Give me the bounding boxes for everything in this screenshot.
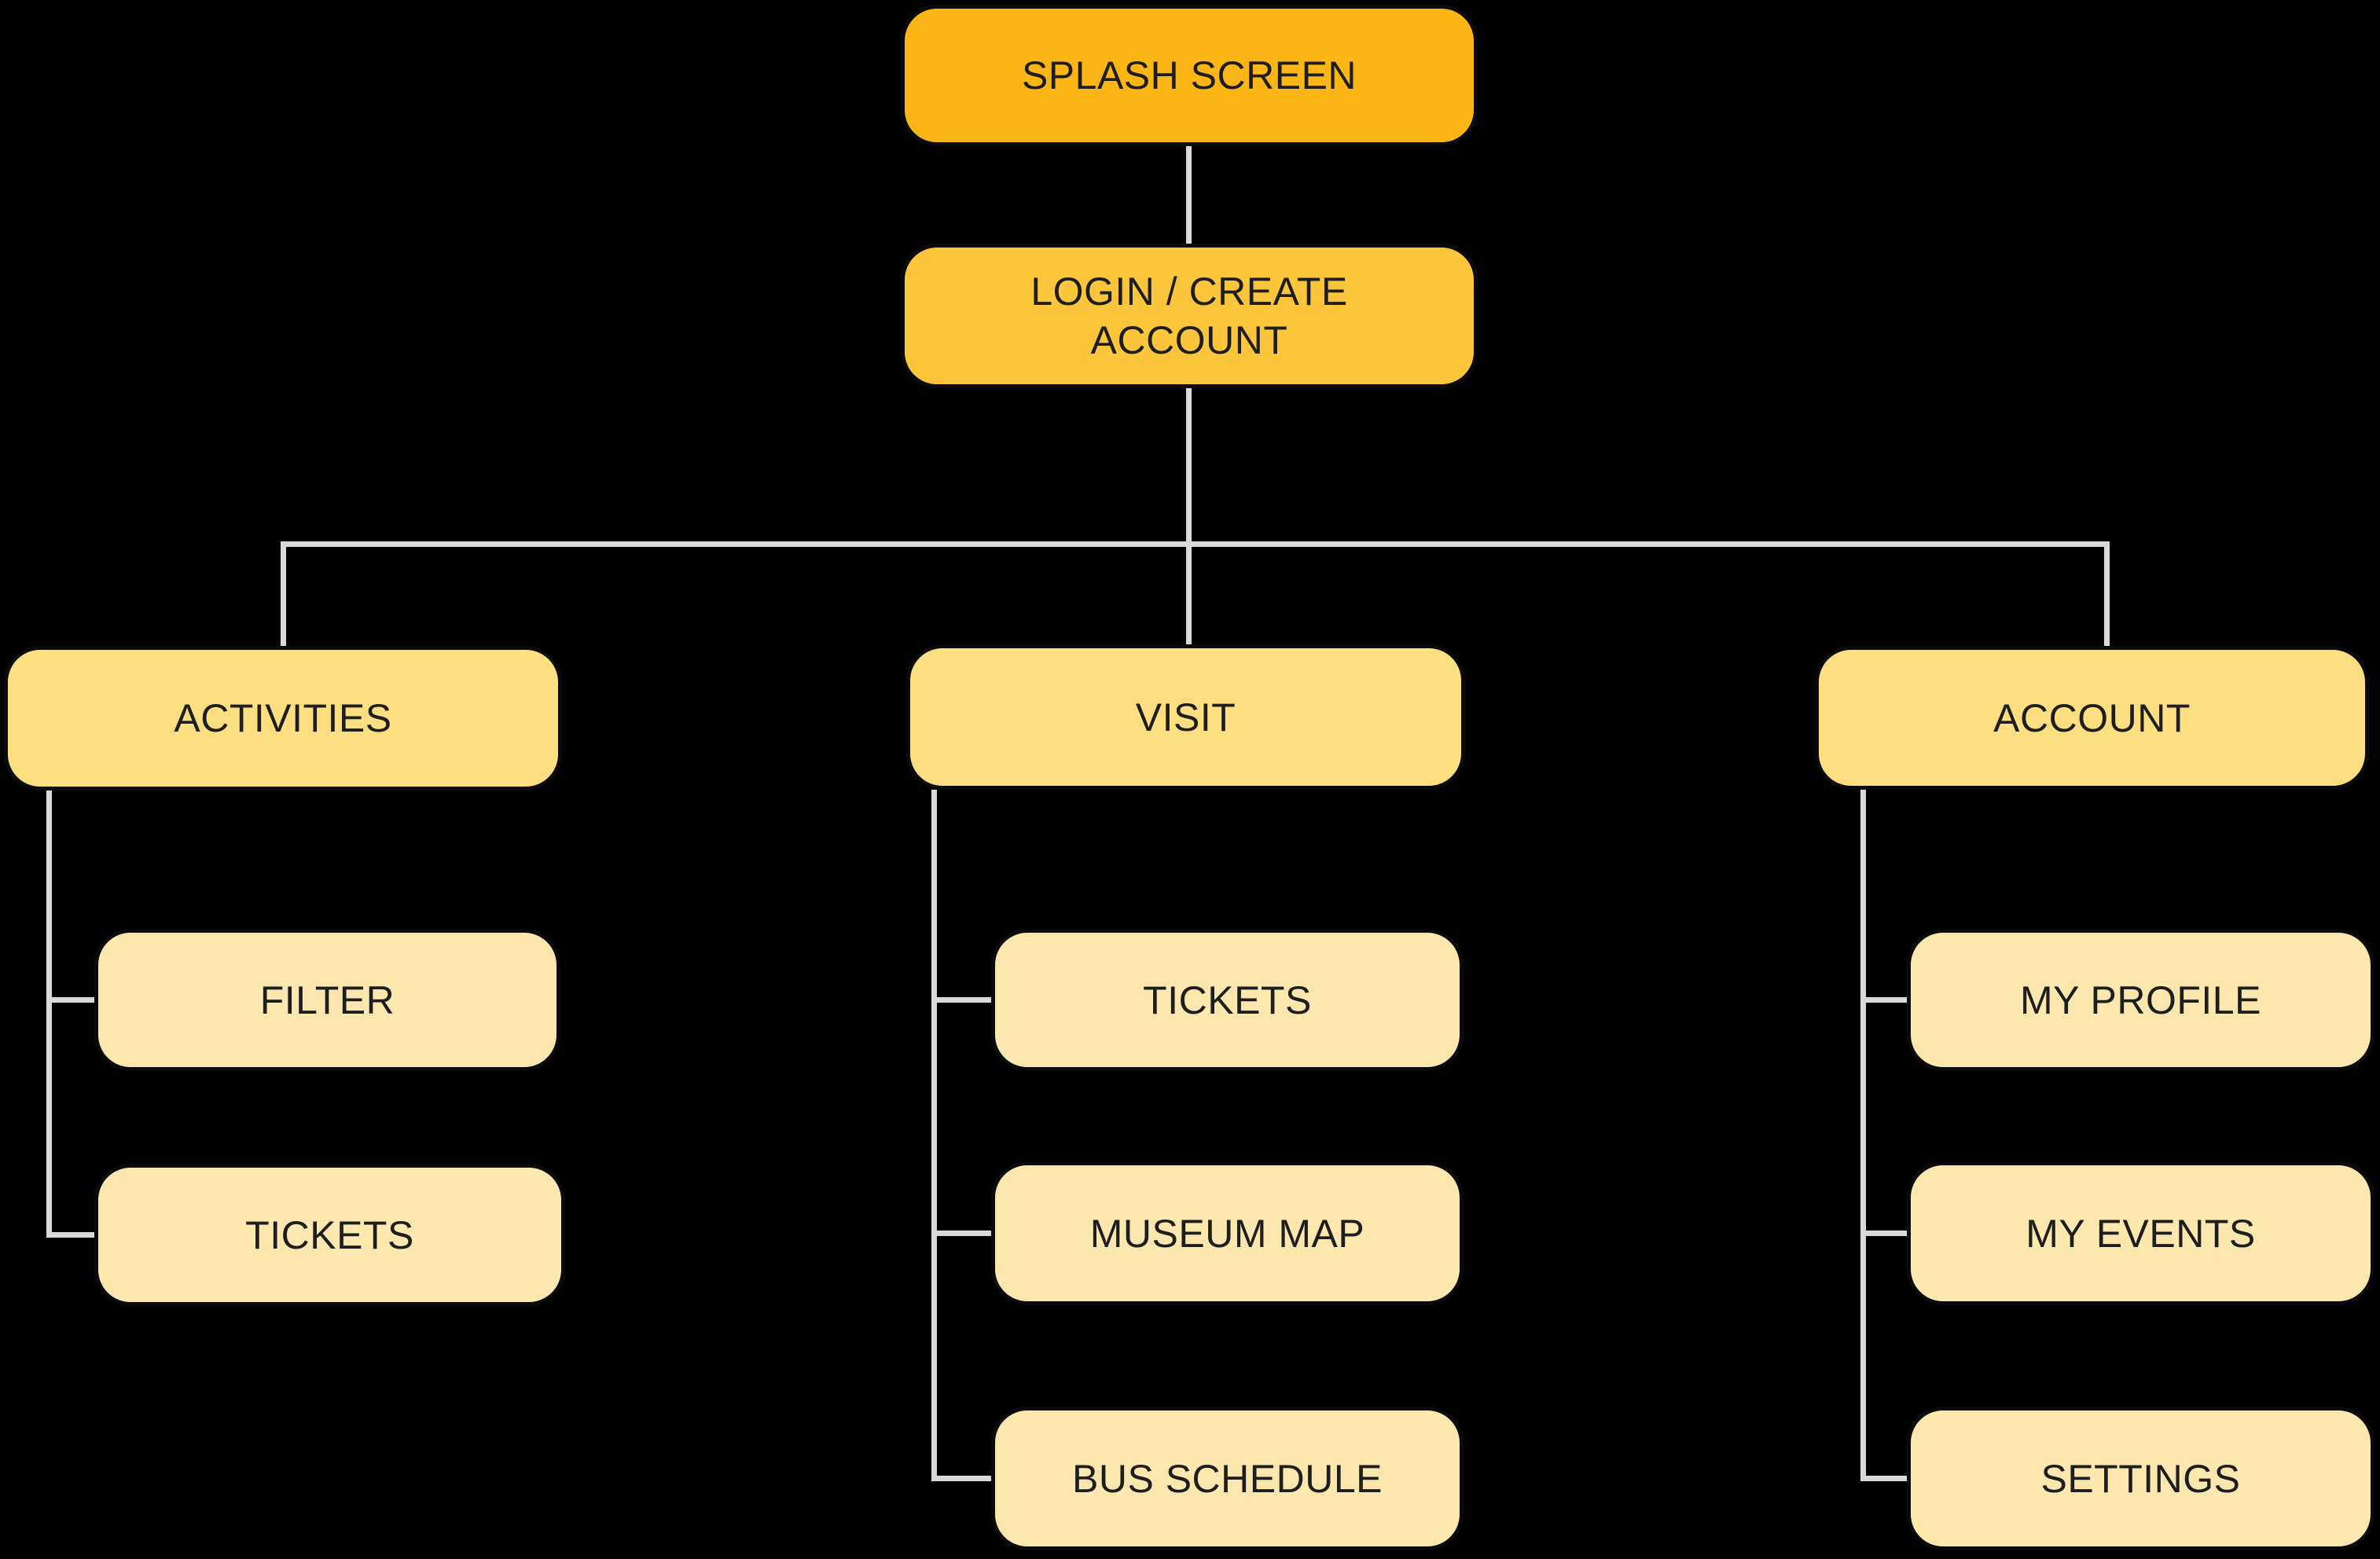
node-account: ACCOUNT — [1815, 646, 2369, 790]
connector-activities-spine — [46, 790, 52, 1238]
node-bus-schedule-label: BUS SCHEDULE — [1072, 1456, 1383, 1501]
node-account-label: ACCOUNT — [1993, 695, 2191, 740]
node-tickets-activities: TICKETS — [94, 1164, 565, 1306]
node-splash-screen-label: SPLASH SCREEN — [1021, 53, 1357, 97]
connector-login-drop — [1186, 387, 1192, 544]
node-bus-schedule: BUS SCHEDULE — [991, 1407, 1464, 1550]
node-tickets-visit: TICKETS — [991, 929, 1464, 1071]
connector-drop-account — [2104, 544, 2110, 647]
connector-visit-busschedule-stub — [931, 1476, 991, 1481]
connector-visit-spine — [931, 790, 937, 1481]
node-visit: VISIT — [906, 644, 1465, 790]
node-my-profile: MY PROFILE — [1907, 929, 2374, 1071]
connector-account-myprofile-stub — [1860, 997, 1907, 1003]
node-my-events-label: MY EVENTS — [2026, 1211, 2256, 1256]
connector-activities-tickets-stub — [46, 1232, 94, 1238]
connector-drop-visit — [1186, 544, 1192, 646]
node-my-events: MY EVENTS — [1907, 1161, 2374, 1305]
connector-branch-horizontal — [281, 541, 2110, 547]
node-tickets-visit-label: TICKETS — [1143, 978, 1312, 1022]
connector-visit-museummap-stub — [931, 1231, 991, 1236]
connector-account-myevents-stub — [1860, 1231, 1907, 1236]
connector-account-spine — [1860, 790, 1866, 1481]
node-visit-label: VISIT — [1135, 695, 1236, 739]
node-login-create-account: LOGIN / CREATE ACCOUNT — [901, 244, 1478, 388]
node-museum-map: MUSEUM MAP — [991, 1161, 1464, 1305]
node-settings-label: SETTINGS — [2040, 1456, 2241, 1501]
connector-drop-activities — [281, 544, 286, 647]
node-activities-label: ACTIVITIES — [174, 696, 392, 740]
node-tickets-activities-label: TICKETS — [245, 1212, 414, 1257]
node-activities: ACTIVITIES — [4, 646, 562, 791]
node-splash-screen: SPLASH SCREEN — [901, 5, 1478, 146]
connector-account-settings-stub — [1860, 1476, 1907, 1481]
node-museum-map-label: MUSEUM MAP — [1089, 1211, 1365, 1256]
node-filter-label: FILTER — [259, 978, 395, 1022]
node-settings: SETTINGS — [1907, 1407, 2374, 1550]
node-filter: FILTER — [94, 929, 560, 1071]
node-my-profile-label: MY PROFILE — [2020, 978, 2261, 1022]
connector-activities-filter-stub — [46, 997, 94, 1003]
connector-visit-tickets-stub — [931, 997, 991, 1003]
node-login-create-account-label: LOGIN / CREATE ACCOUNT — [1030, 270, 1348, 362]
connector-splash-to-login — [1186, 146, 1192, 245]
